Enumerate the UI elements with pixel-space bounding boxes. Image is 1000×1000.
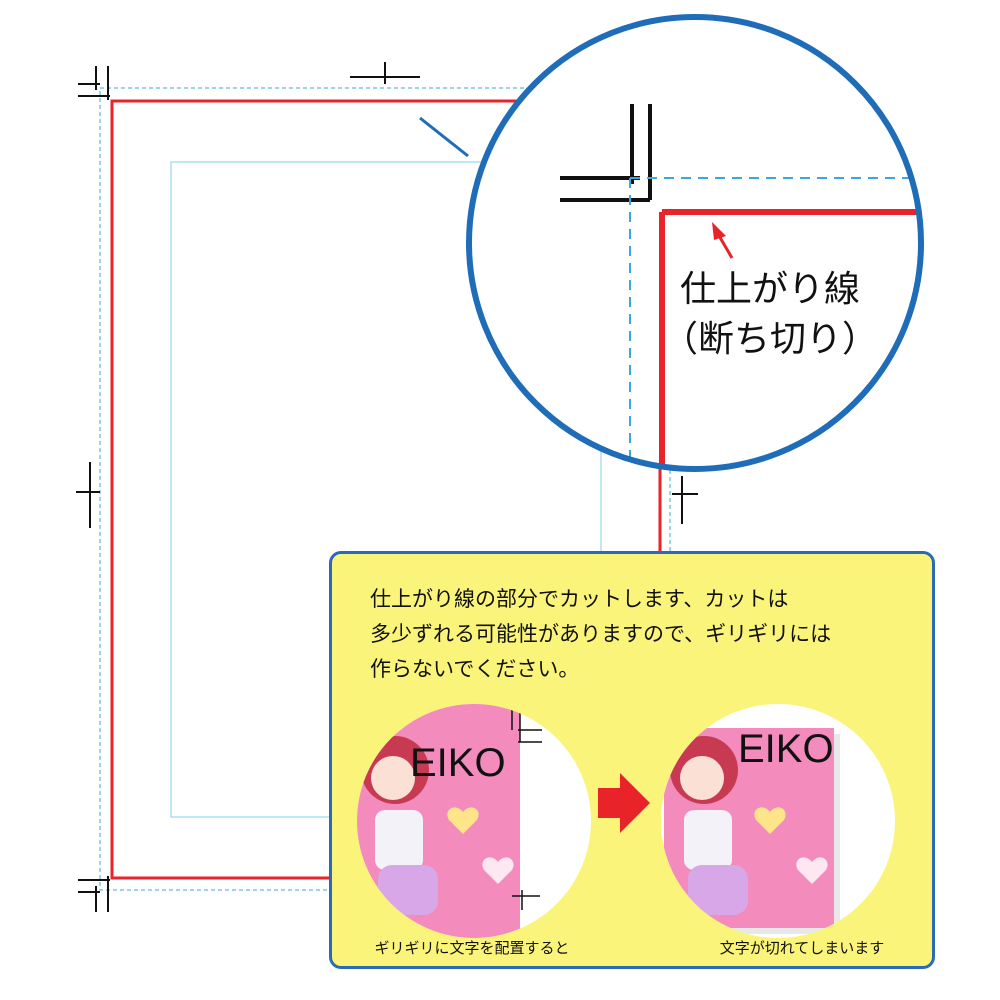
zoom-trim-line: [659, 209, 921, 469]
crop-mark-icon: [76, 62, 698, 912]
character-dress: [684, 810, 732, 870]
info-text-line: 仕上がり線の部分でカットします、カットは: [370, 587, 789, 611]
heart-balloon: [796, 857, 828, 884]
crop-mark-icon: [560, 104, 652, 202]
info-text: 仕上がり線の部分でカットします、カットは 多少ずれる可能性がありますので、ギリギ…: [370, 582, 910, 687]
examples-canvas: EIKO EIKO: [357, 704, 895, 938]
heart-balloon: [482, 857, 514, 884]
example-bad-logo: EIKO: [410, 741, 506, 785]
character-skirt: [378, 865, 438, 915]
character-face: [371, 756, 415, 800]
example-result-logo: EIKO: [738, 727, 834, 771]
character-skirt: [688, 865, 748, 915]
arrow-right-icon: [598, 773, 650, 833]
zoom-label-line1: 仕上がり線: [679, 269, 860, 310]
heart-balloon: [754, 807, 786, 834]
zoom-circle: [469, 17, 921, 469]
character-face: [680, 756, 724, 800]
zoom-label-line2: （断ち切り）: [661, 319, 878, 360]
zoom-connector-line: [419, 116, 469, 158]
character-dress: [375, 810, 423, 870]
heart-balloon: [447, 807, 479, 834]
info-text-line: 作らないでください。: [370, 657, 580, 681]
info-text-line: 多少ずれる可能性がありますので、ギリギリには: [370, 622, 832, 646]
caption-result: 文字が切れてしまいます: [719, 939, 885, 957]
caption-bad: ギリギリに文字を配置すると: [374, 939, 570, 957]
zoom-circle-border: [466, 14, 924, 472]
zoom-bleed-line: [629, 177, 921, 469]
info-box: 仕上がり線の部分でカットします、カットは 多少ずれる可能性がありますので、ギリギ…: [329, 551, 935, 969]
red-pointer-arrow-icon: [712, 222, 734, 259]
